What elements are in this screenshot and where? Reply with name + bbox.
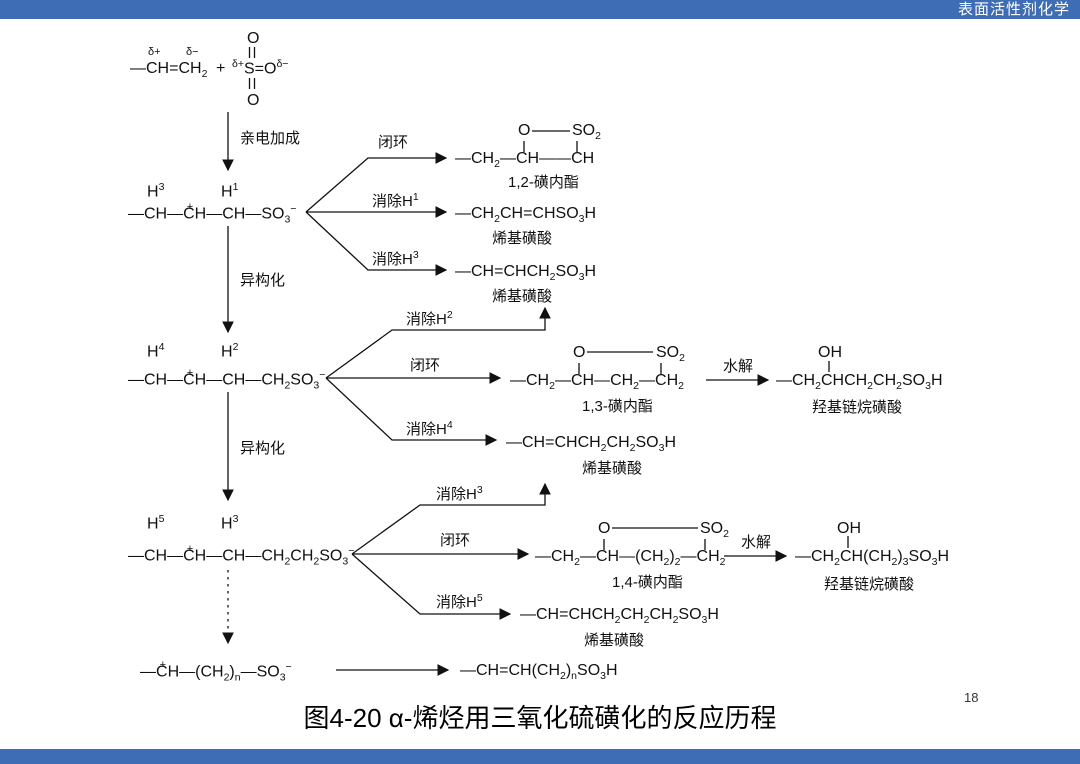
h3-label-row4: H3	[221, 513, 239, 533]
oh-group-1: OH	[818, 344, 842, 361]
header-bar	[0, 0, 1080, 19]
formula-carbocation-2: —CH—C+H—CH—CH2SO3−	[128, 367, 326, 392]
page-number: 18	[964, 690, 979, 705]
label-ring-closure-3: 闭环	[440, 532, 471, 549]
label-isomerization-1: 异构化	[240, 272, 286, 289]
label-hydroxy-1: 羟基链烷磺酸	[812, 399, 903, 416]
label-eliminate-h3-row4: 消除H3	[436, 484, 483, 503]
sultone12-oxygen: O	[518, 122, 531, 139]
formula-alkene: —CH=CH2	[130, 60, 208, 81]
label-ring-closure-2: 闭环	[410, 357, 441, 374]
oh-group-2: OH	[837, 520, 861, 537]
label-hydrolysis-1: 水解	[723, 358, 754, 375]
label-alkenyl-1: 烯基磺酸	[492, 230, 553, 247]
so3-top-oxygen: O	[247, 30, 260, 47]
so3-center: δ+S=Oδ−	[232, 58, 289, 78]
sultone12-so2: SO2	[572, 122, 601, 143]
label-electrophilic-addition: 亲电加成	[240, 130, 301, 147]
label-alkenyl-2: 烯基磺酸	[492, 288, 553, 305]
h3-label-row2: H3	[147, 181, 165, 201]
label-eliminate-h4: 消除H4	[406, 419, 453, 438]
header-title: 表面活性剂化学	[957, 1, 1070, 18]
label-isomerization-2: 异构化	[240, 440, 286, 457]
label-ring-closure-1: 闭环	[378, 134, 409, 151]
label-sultone-12: 1,2-磺内酯	[508, 174, 579, 191]
label-sultone-14: 1,4-磺内酯	[612, 574, 683, 591]
formula-sultone12: —CH2—CH——CH	[455, 150, 595, 171]
formula-alkenyl-1: —CH2CH=CHSO3H	[455, 205, 597, 226]
formula-alkenyl-2: —CH=CHCH2SO3H	[455, 263, 597, 284]
figure-caption: 图4-20 α-烯烃用三氧化硫磺化的反应历程	[303, 703, 777, 733]
formula-alkenyl-4: —CH=CHCH2CH2CH2SO3H	[520, 606, 719, 627]
footer-bar	[0, 749, 1080, 764]
label-hydrolysis-2: 水解	[741, 534, 772, 551]
label-alkenyl-3: 烯基磺酸	[582, 460, 643, 477]
label-eliminate-h1: 消除H1	[372, 191, 419, 210]
label-eliminate-h3-row2: 消除H3	[372, 249, 419, 268]
label-sultone-13: 1,3-磺内酯	[582, 398, 653, 415]
so3-bottom-oxygen: O	[247, 92, 260, 109]
label-alkenyl-4: 烯基磺酸	[584, 632, 645, 649]
sultone14-so2: SO2	[700, 520, 729, 541]
label-hydroxy-2: 羟基链烷磺酸	[824, 576, 915, 593]
formula-carbocation-3: —CH—C+H—CH—CH2CH2SO3−	[128, 543, 355, 568]
h4-label: H4	[147, 341, 165, 361]
formula-alkenyl-3: —CH=CHCH2CH2SO3H	[506, 434, 676, 455]
formula-alkenyl-n: —CH=CH(CH2)nSO3H	[460, 662, 618, 683]
arrow-eliminate-h5	[351, 553, 512, 620]
formula-carbocation-n: —C+H—(CH2)n—SO3−	[140, 659, 292, 684]
formula-sultone14: —CH2—CH—(CH2)2—CH2	[535, 548, 726, 569]
h2-label: H2	[221, 341, 239, 361]
formula-carbocation-1: —CH—C+H—CH—SO3−	[128, 201, 297, 226]
label-eliminate-h5: 消除H5	[436, 592, 483, 611]
sultone14-oxygen: O	[598, 520, 611, 537]
h5-label: H5	[147, 513, 165, 533]
sultone13-so2: SO2	[656, 344, 685, 365]
h1-label: H1	[221, 181, 239, 201]
delta-plus-alkene: δ+	[148, 46, 161, 58]
formula-hydroxy-1: —CH2CHCH2CH2SO3H	[776, 372, 943, 393]
formula-sultone13: —CH2—CH—CH2—CH2	[510, 372, 684, 393]
plus-sign: +	[216, 60, 226, 77]
sultone13-oxygen: O	[573, 344, 586, 361]
label-eliminate-h2: 消除H2	[406, 309, 453, 328]
delta-minus-alkene: δ−	[186, 46, 199, 58]
formula-hydroxy-2: —CH2CH(CH2)3SO3H	[795, 548, 950, 569]
